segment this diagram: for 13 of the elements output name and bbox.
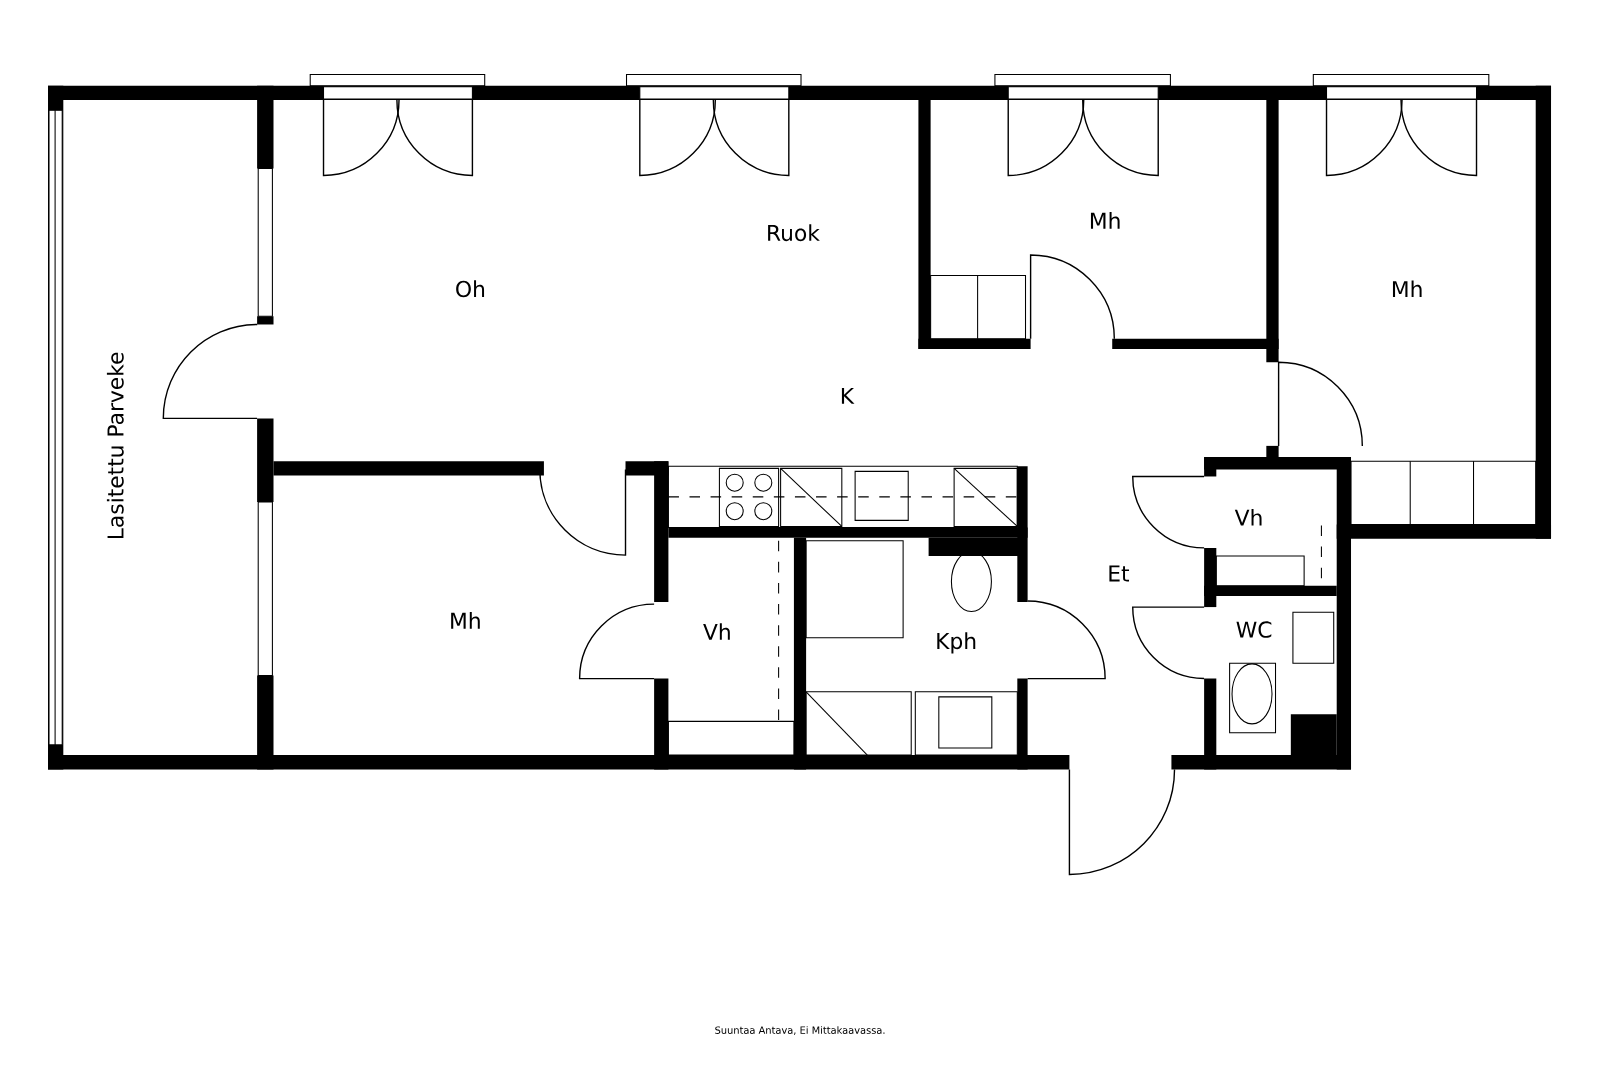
room-label: Kph	[937, 632, 976, 654]
scale-note: Suuntaa Antava, Ei Mittakaavassa.	[715, 1026, 885, 1035]
room-label: Et	[1109, 565, 1130, 582]
room-label: Mh	[451, 612, 480, 629]
room-label: WC	[1236, 621, 1272, 638]
room-label: Mh	[1090, 212, 1120, 229]
room-label: Vh	[1234, 509, 1262, 526]
room-label: Ruok	[768, 224, 820, 242]
room-label: Vh	[703, 623, 730, 640]
room-label: Mh	[1392, 280, 1422, 298]
room-label: Oh	[456, 280, 485, 298]
room-label: Lasitettu Parveke	[106, 352, 124, 539]
room-label: K	[841, 387, 855, 404]
